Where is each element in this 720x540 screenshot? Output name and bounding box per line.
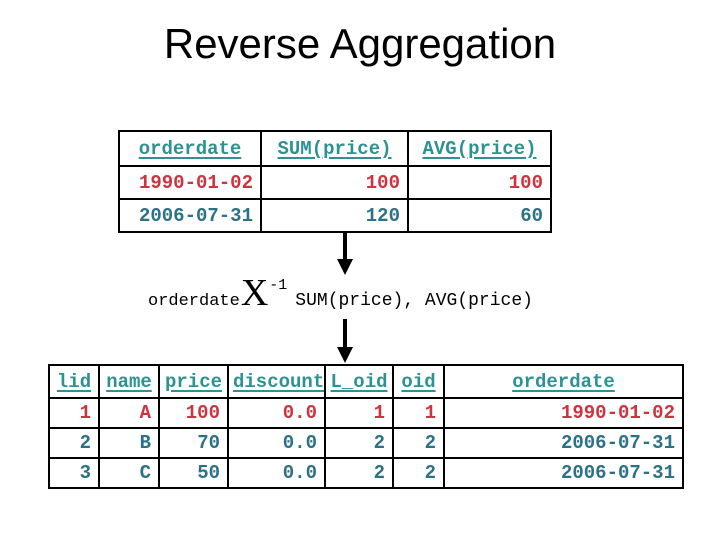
header-orderdate: orderdate [118, 130, 262, 167]
table-row: 3 C 50 0.0 2 2 2006-07-31 [48, 457, 684, 489]
cell-lid: 3 [48, 457, 100, 489]
cell-orderdate: 2006-07-31 [443, 427, 684, 459]
lineitem-detail-table: lid name price discount L_oid oid orderd… [48, 364, 684, 489]
cell-avg-price: 60 [407, 198, 552, 233]
cell-orderdate: 2006-07-31 [443, 457, 684, 489]
formula-grouping-attribute: orderdate [148, 292, 240, 311]
cell-discount: 0.0 [227, 427, 326, 459]
header-l-oid: L_oid [324, 364, 394, 399]
table-row: 1990-01-02 100 100 [118, 165, 552, 200]
cell-l-oid: 1 [324, 397, 394, 429]
cell-price: 100 [158, 397, 229, 429]
cell-orderdate: 2006-07-31 [118, 198, 262, 233]
table-row: 2 B 70 0.0 2 2 2006-07-31 [48, 427, 684, 459]
cell-lid: 2 [48, 427, 100, 459]
header-avg-price: AVG(price) [407, 130, 552, 167]
cell-oid: 2 [392, 457, 445, 489]
table-row: 1 A 100 0.0 1 1 1990-01-02 [48, 397, 684, 429]
cell-sum-price: 120 [260, 198, 409, 233]
cell-lid: 1 [48, 397, 100, 429]
slide-title: Reverse Aggregation [163, 20, 557, 67]
header-lid: lid [48, 364, 100, 399]
cell-discount: 0.0 [227, 457, 326, 489]
cell-orderdate: 1990-01-02 [443, 397, 684, 429]
cell-l-oid: 2 [324, 427, 394, 459]
header-price: price [158, 364, 229, 399]
chi-operator: X [240, 272, 269, 314]
inverse-aggregation-formula: orderdate X -1 SUM(price), AVG(price) [148, 274, 533, 312]
table-row: 2006-07-31 120 60 [118, 198, 552, 233]
cell-discount: 0.0 [227, 397, 326, 429]
cell-avg-price: 100 [407, 165, 552, 200]
cell-name: C [98, 457, 160, 489]
cell-oid: 1 [392, 397, 445, 429]
down-arrow-icon [337, 319, 353, 363]
cell-price: 50 [158, 457, 229, 489]
header-discount: discount [227, 364, 326, 399]
aggregated-result-table: orderdate SUM(price) AVG(price) 1990-01-… [118, 130, 552, 233]
header-row: orderdate SUM(price) AVG(price) [118, 130, 552, 167]
formula-aggregate-list: SUM(price), AVG(price) [295, 291, 533, 311]
header-oid: oid [392, 364, 445, 399]
cell-name: A [98, 397, 160, 429]
cell-l-oid: 2 [324, 457, 394, 489]
header-row: lid name price discount L_oid oid orderd… [48, 364, 684, 399]
down-arrow-icon [337, 233, 353, 275]
header-orderdate: orderdate [443, 364, 684, 399]
cell-oid: 2 [392, 427, 445, 459]
header-sum-price: SUM(price) [260, 130, 409, 167]
cell-sum-price: 100 [260, 165, 409, 200]
formula-inverse-exponent: -1 [269, 277, 288, 294]
cell-name: B [98, 427, 160, 459]
cell-price: 70 [158, 427, 229, 459]
header-name: name [98, 364, 160, 399]
cell-orderdate: 1990-01-02 [118, 165, 262, 200]
